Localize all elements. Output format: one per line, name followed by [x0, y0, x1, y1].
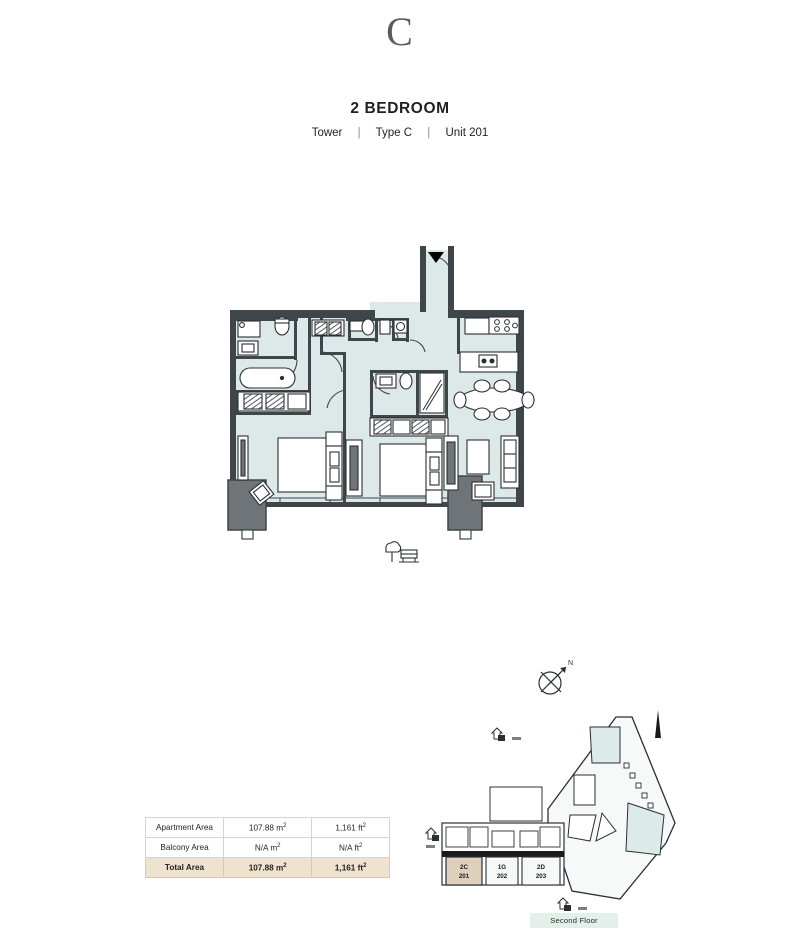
compass-north-icon: N [538, 660, 573, 695]
unit-201-highlight [445, 856, 483, 886]
vanity-sink-2 [375, 373, 397, 389]
floor-plan-drawing [0, 240, 800, 600]
unit-202-block [485, 856, 519, 886]
area-row-sqm: 107.88 m2 [222, 817, 313, 838]
nightstand-3 [425, 437, 443, 453]
entry-utility-fixtures [311, 318, 408, 337]
site-pool-dots [623, 762, 654, 809]
nightstand-4 [425, 489, 443, 505]
total-row-label: Total Area [145, 857, 224, 878]
total-row-sqm: 107.88 m2 [222, 857, 313, 878]
subtitle-separator-2: | [427, 127, 431, 139]
dining-chair-2 [493, 379, 511, 393]
area-row-label: Apartment Area [145, 817, 224, 838]
utility-cabinet [379, 319, 391, 335]
coffee-table [466, 439, 490, 475]
unit-type-0: 2C [460, 864, 468, 871]
toilet-3 [399, 372, 413, 390]
subtitle-separator-1: | [357, 127, 361, 139]
hob-burners [494, 319, 518, 332]
unit-number-2: 203 [536, 873, 547, 880]
total-row-sqft: 1,161 ft2 [311, 857, 390, 878]
dining-chair-4 [493, 407, 511, 421]
entrance-door-marker [428, 252, 444, 263]
area-row-sqm: N/A m2 [222, 837, 313, 858]
north-arrow-icon [655, 710, 661, 738]
sqft-superscript: 2 [359, 842, 363, 849]
subtitle-unit: Unit 201 [445, 127, 489, 139]
subtitle-tower: Tower [311, 127, 343, 139]
area-row-label: Balcony Area [145, 837, 224, 858]
site-detail [489, 726, 665, 856]
page-title: 2 BEDROOM [350, 100, 450, 117]
tree-bench-icon [385, 541, 419, 563]
floor-label: Second Floor [530, 913, 618, 928]
area-value-sqft: 1,161 ft [335, 823, 363, 833]
cooktop [488, 316, 520, 335]
sqm-superscript: 2 [277, 842, 281, 849]
dining-chair-6 [521, 391, 535, 409]
unit-203-block [521, 856, 561, 886]
bed-2 [379, 443, 435, 497]
unit-type-2: 2D [537, 864, 545, 871]
area-value-sqm: 107.88 m [248, 823, 284, 833]
exterior-walls [230, 246, 524, 507]
subtitle-type: Type C [375, 127, 413, 139]
view-direction-icon-top [490, 727, 521, 741]
dining-chair-3 [473, 407, 491, 421]
table-row: Balcony Area N/A m2 N/A ft2 [145, 837, 390, 858]
total-value-sqm: 107.88 m [248, 863, 284, 873]
bedroom2-wardrobes [369, 417, 449, 437]
toilet-2 [361, 318, 375, 336]
plan-header: C 2 BEDROOM Tower | Type C | Unit 201 [0, 0, 800, 139]
kitchen-counter-left [464, 317, 490, 335]
washing-machine [393, 319, 408, 334]
bedroom2-furniture [379, 435, 459, 505]
key-plan-svg: N 2C 201 [424, 660, 676, 911]
area-value-sqm: N/A m [254, 843, 278, 853]
compass-label: N [568, 660, 573, 667]
ensuite2-fixtures [375, 372, 445, 414]
nightstand-2 [325, 485, 343, 501]
dining-chair-5 [453, 391, 467, 409]
dining-table [459, 387, 529, 413]
armchair-living [471, 481, 495, 501]
area-row-sqft: 1,161 ft2 [311, 817, 390, 838]
area-row-sqft: N/A ft2 [311, 837, 390, 858]
unit-type-1: 1G [498, 864, 506, 871]
unit-number-0: 201 [459, 873, 470, 880]
armchair-master [248, 479, 275, 507]
key-plan: N 2C 201 [420, 655, 700, 945]
shower-tray [237, 320, 261, 338]
living-furniture [466, 435, 520, 501]
unit-number-1: 202 [497, 873, 508, 880]
unit-strip [441, 822, 565, 886]
area-value-sqft: N/A ft [338, 843, 359, 853]
floor-plan-svg [227, 246, 535, 563]
kitchen-fixtures [459, 316, 520, 373]
bed-master [277, 437, 335, 493]
master-bathroom-fixtures [237, 316, 311, 412]
master-bedroom-furniture [237, 431, 363, 507]
plan-letter: C [386, 9, 414, 54]
table-row: Apartment Area 107.88 m2 1,161 ft2 [145, 817, 390, 838]
sqft-superscript: 2 [363, 862, 367, 869]
total-value-sqft: 1,161 ft [334, 863, 364, 873]
bathtub [239, 367, 296, 389]
table-row-total: Total Area 107.88 m2 1,161 ft2 [145, 857, 390, 878]
unit-labels: 2C 201 1G 202 2D 203 [459, 864, 547, 880]
area-summary-table: Apartment Area 107.88 m2 1,161 ft2 Balco… [145, 817, 390, 878]
view-direction-icon-left [424, 827, 439, 848]
sqft-superscript: 2 [362, 822, 366, 829]
sqm-superscript: 2 [283, 862, 287, 869]
dining-chair-1 [473, 379, 491, 393]
nightstand-1 [325, 431, 343, 447]
plan-subtitle: Tower | Type C | Unit 201 [0, 127, 800, 139]
view-direction-icon-bottom [556, 897, 587, 911]
shower-enclosure [419, 372, 445, 414]
vanity-sink-1 [237, 340, 259, 356]
sqm-superscript: 2 [283, 822, 287, 829]
dining-set [453, 379, 535, 421]
